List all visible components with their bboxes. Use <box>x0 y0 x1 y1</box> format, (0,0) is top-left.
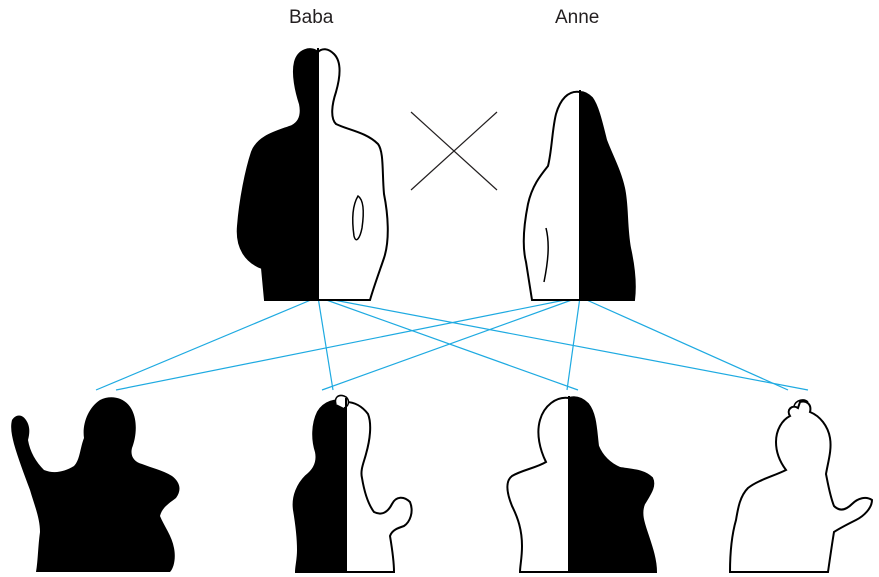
mother-label: Anne <box>555 7 600 28</box>
father-silhouette <box>236 48 389 301</box>
child-1-silhouette <box>11 397 180 572</box>
child-3-silhouette <box>506 396 658 573</box>
inheritance-lines <box>95 296 809 391</box>
cross-symbol <box>410 111 498 191</box>
child-2-silhouette <box>292 394 413 573</box>
father-label: Baba <box>289 7 334 28</box>
child-4-silhouette <box>728 399 874 573</box>
mother-silhouette <box>522 90 636 301</box>
